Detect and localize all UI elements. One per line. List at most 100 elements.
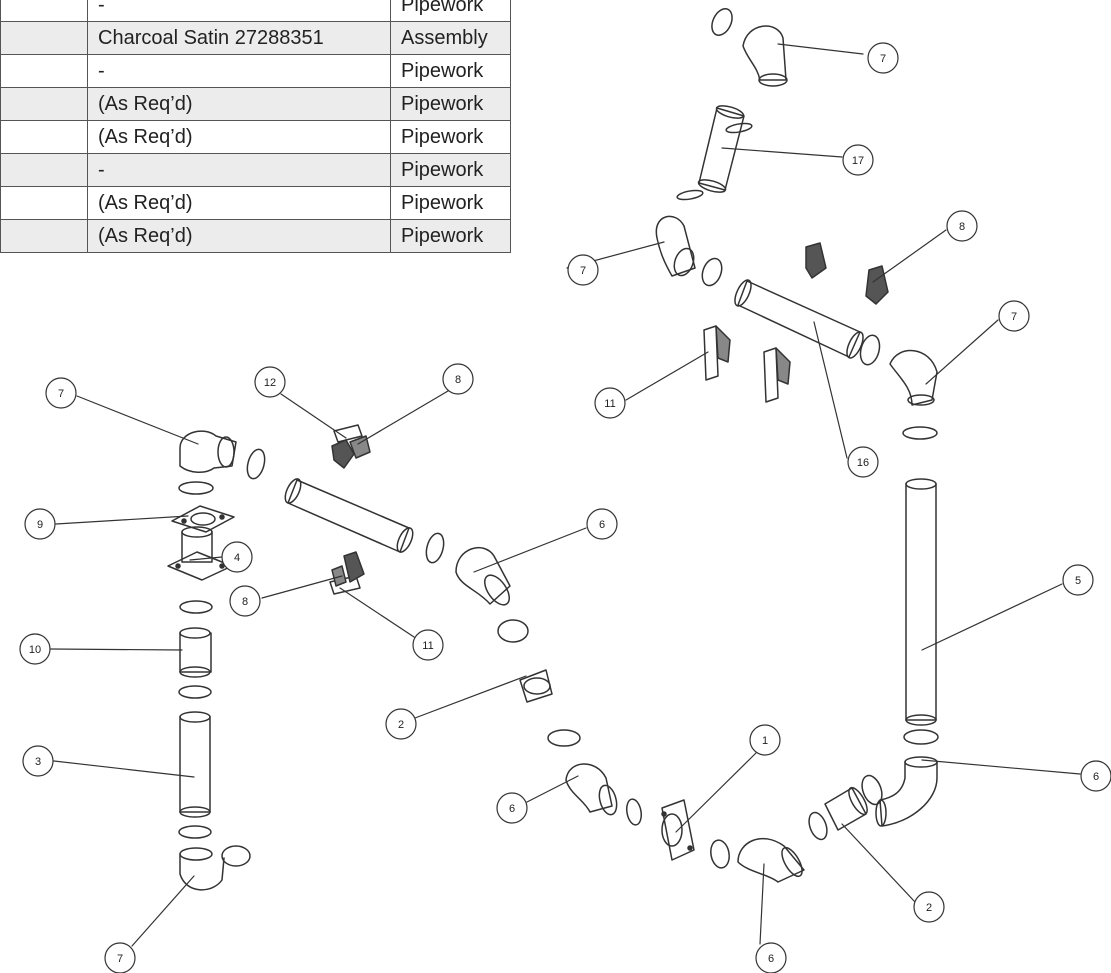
pipe-clamp (547, 729, 581, 747)
leader-line (339, 587, 415, 638)
callout-number: 7 (1011, 311, 1017, 323)
elbow-fitting (737, 837, 805, 883)
callout-circle (385, 708, 417, 740)
callout-number: 17 (852, 155, 864, 167)
elbow-fitting (455, 546, 511, 606)
callout-bubble: 6 (496, 792, 528, 824)
callout-circle (867, 42, 899, 74)
pipe-clamp (902, 426, 938, 440)
pipe-clamp (625, 798, 643, 826)
straight-pipe (179, 711, 211, 818)
finish-cell: (As Req’d) (87, 120, 391, 154)
category-cell: Pipework (390, 186, 511, 220)
callout-bubble: 7 (567, 254, 599, 286)
callout-circle (749, 724, 781, 756)
pipe-clamp (178, 825, 212, 839)
callout-bubble: 7 (45, 377, 77, 409)
leader-line (261, 575, 343, 599)
callout-circle (755, 942, 787, 973)
callout-circle (1062, 564, 1094, 596)
support-bracket (331, 424, 371, 469)
pipe-clamp (246, 448, 266, 480)
pipe-clamp (179, 600, 213, 614)
parts-table-row: -Pipework (0, 54, 511, 88)
leader-line (473, 527, 587, 573)
callout-circle (586, 508, 618, 540)
parts-table-row: (As Req’d)Pipework (0, 120, 511, 154)
leader-line (414, 675, 527, 719)
callout-number: 5 (1075, 575, 1081, 587)
callout-bubble: 9 (24, 508, 56, 540)
straight-pipe (519, 669, 553, 703)
leader-line (625, 351, 709, 401)
leader-line (50, 648, 183, 651)
item-cell (0, 87, 88, 121)
elbow-fitting (655, 215, 696, 277)
support-bracket (329, 551, 365, 595)
callout-number: 11 (422, 640, 433, 652)
straight-pipe (179, 627, 212, 678)
item-cell (0, 153, 88, 187)
straight-pipe (734, 279, 864, 359)
item-cell (0, 54, 88, 88)
item-cell (0, 219, 88, 253)
callout-number: 16 (857, 457, 869, 469)
callout-number: 2 (398, 719, 404, 731)
callout-number: 1 (762, 735, 768, 747)
leader-line (841, 823, 916, 903)
callout-bubble: 2 (385, 708, 417, 740)
leader-line (921, 583, 1063, 651)
elbow-fitting (889, 349, 938, 406)
leader-line (925, 319, 999, 385)
callout-circle (847, 446, 879, 478)
category-cell: Pipework (390, 153, 511, 187)
finish-cell: Charcoal Satin 27288351 (87, 21, 391, 55)
callout-bubble: 17 (842, 144, 874, 176)
parts-table-row: -Pipework (0, 0, 511, 22)
callout-circle (496, 792, 528, 824)
item-cell (0, 120, 88, 154)
category-cell: Pipework (390, 120, 511, 154)
callout-circle (594, 387, 626, 419)
callout-number: 6 (1093, 771, 1099, 783)
leader-line (357, 390, 449, 445)
callout-number: 4 (234, 552, 240, 564)
elbow-fitting (875, 756, 938, 827)
callout-number: 6 (768, 953, 774, 965)
callout-circle (104, 942, 136, 973)
callout-bubble: 3 (22, 745, 54, 777)
pipe-clamp (178, 685, 212, 699)
callout-bubble: 1 (749, 724, 781, 756)
callout-circle (946, 210, 978, 242)
mounting-bracket (703, 325, 791, 403)
callout-bubble: 7 (998, 300, 1030, 332)
leader-line (921, 759, 1081, 775)
flange-plate (661, 799, 695, 861)
callout-number: 3 (35, 756, 41, 768)
callout-bubble: 10 (19, 633, 51, 665)
pipe-clamp (425, 532, 445, 564)
callout-circle (24, 508, 56, 540)
leader-line (675, 751, 758, 833)
leader-line (777, 43, 864, 55)
pipe-clamp (725, 122, 753, 134)
leader-line (280, 393, 347, 439)
callout-number: 12 (264, 377, 276, 389)
item-cell (0, 186, 88, 220)
callout-circle (412, 629, 444, 661)
pipe-clamp (903, 729, 939, 745)
callout-bubble: 8 (442, 363, 474, 395)
callout-bubble: 6 (1080, 760, 1111, 792)
pipe-clamp (710, 839, 730, 869)
straight-pipe (824, 786, 868, 831)
leader-line (76, 395, 199, 445)
pipe-clamp (497, 619, 529, 643)
elbow-fitting (742, 25, 788, 87)
straight-pipe (284, 478, 414, 553)
callout-bubble: 8 (229, 585, 261, 617)
parts-table-row: (As Req’d)Pipework (0, 219, 511, 253)
elbow-fitting (565, 763, 618, 816)
pipe-clamp (178, 481, 214, 495)
